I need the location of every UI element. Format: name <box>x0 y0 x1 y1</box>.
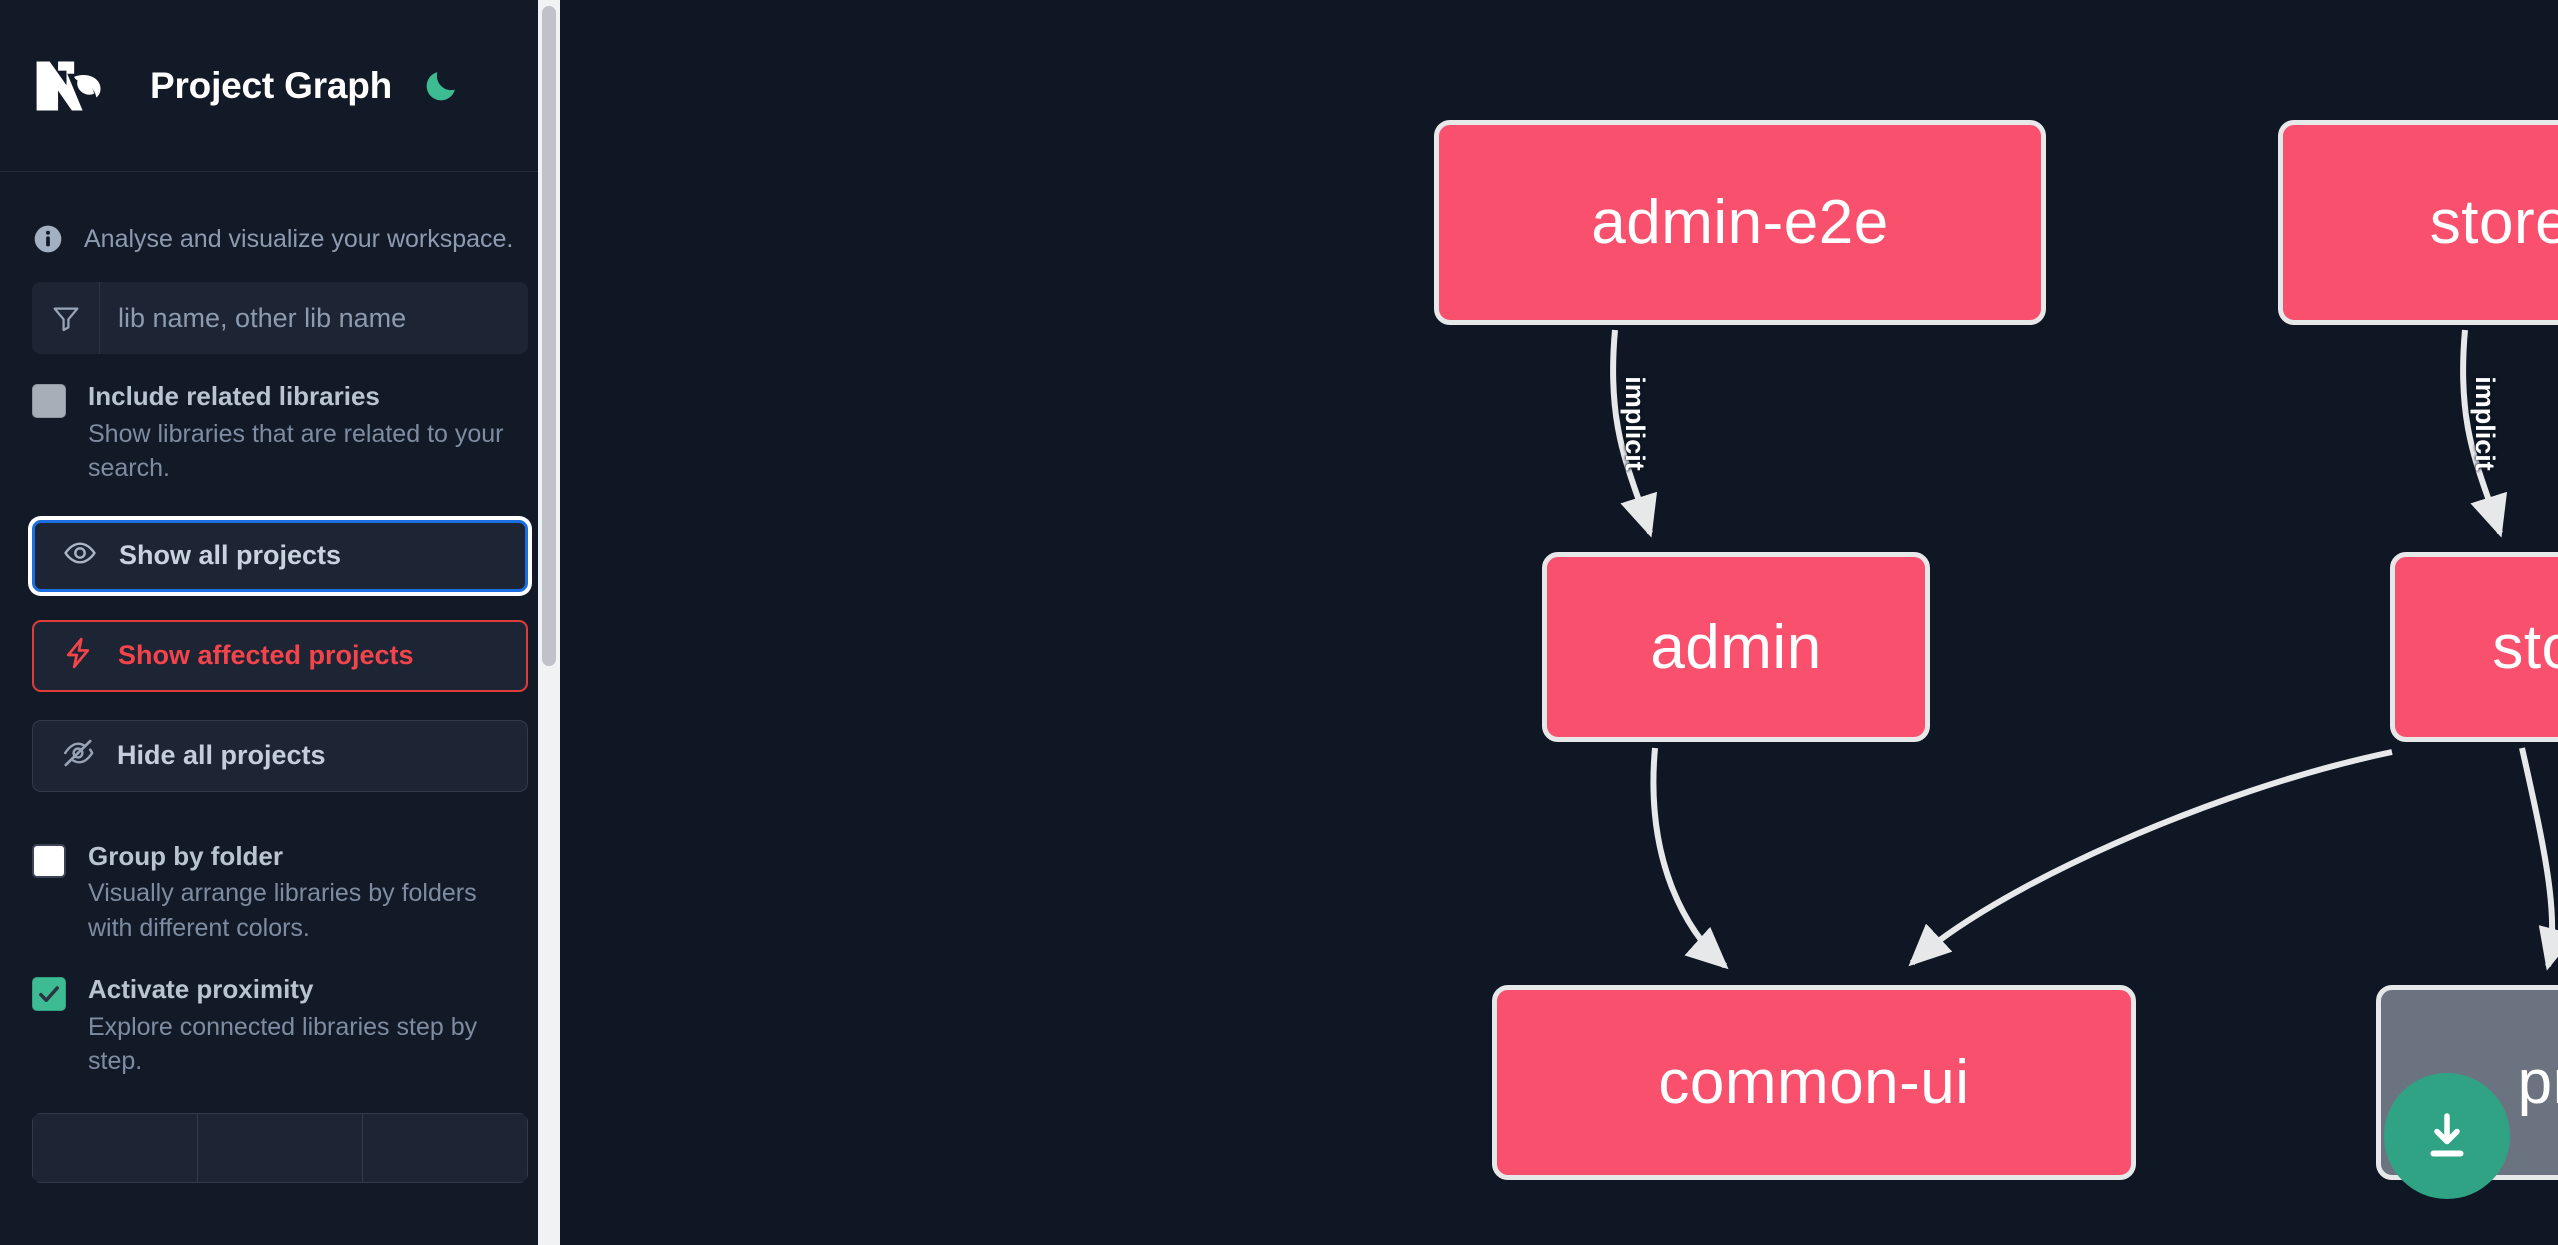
graph-canvas[interactable]: admin-e2e store-e2e admin store common-u… <box>560 0 2558 1245</box>
activate-proximity-checkbox[interactable] <box>32 977 66 1011</box>
graph-node-admin[interactable]: admin <box>1542 552 1930 742</box>
graph-node-label-common-ui: common-ui <box>1658 1048 1970 1117</box>
graph-node-label-products: products <box>2517 1048 2558 1117</box>
proximity-segmented-control[interactable] <box>32 1112 528 1183</box>
graph-node-label-admin: admin <box>1650 612 1822 682</box>
checkbox-desc-activate-proximity: Explore connected libraries step by step… <box>88 1012 478 1076</box>
checkbox-row-group-by-folder[interactable]: Group by folder Visually arrange librari… <box>0 820 560 946</box>
edge-store-common-ui <box>1908 749 2393 967</box>
checkbox-desc-group-by-folder: Visually arrange libraries by folders wi… <box>88 879 477 942</box>
eye-off-icon <box>61 736 95 775</box>
hide-all-projects-button[interactable]: Hide all projects <box>32 719 528 792</box>
hide-all-projects-label: Hide all projects <box>117 740 326 770</box>
analyse-banner: Analyse and visualize your workspace. <box>0 172 560 278</box>
graph-edges <box>1610 329 2558 971</box>
edge-admin-e2e-admin <box>1610 329 1658 538</box>
show-affected-projects-label: Show affected projects <box>118 640 414 670</box>
download-icon <box>2430 1113 2464 1157</box>
checkbox-label-include-related-libraries: Include related libraries <box>88 381 380 411</box>
graph-node-admin-e2e[interactable]: admin-e2e <box>1434 120 2046 325</box>
sidebar: Project Graph Analyse and visualize yo <box>0 0 560 1245</box>
proximity-seg-3[interactable] <box>362 1112 528 1183</box>
nx-logo-icon <box>32 55 124 117</box>
graph-node-label-admin-e2e: admin-e2e <box>1591 188 1889 257</box>
edge-label-admin-e2e-admin: implicit <box>1619 376 1650 471</box>
info-icon <box>32 223 64 255</box>
page-title: Project Graph <box>150 64 393 106</box>
download-button[interactable] <box>2384 1073 2510 1199</box>
graph-node-store[interactable]: store <box>2390 552 2558 742</box>
graph-node-label-store: store <box>2492 612 2558 682</box>
graph-node-store-e2e[interactable]: store-e2e <box>2278 120 2558 325</box>
analyse-text: Analyse and visualize your workspace. <box>84 224 514 253</box>
show-all-projects-label: Show all projects <box>119 540 342 570</box>
edge-store-e2e-store <box>2460 329 2508 538</box>
checkbox-row-include-related-libraries[interactable]: Include related libraries Show libraries… <box>0 354 560 486</box>
edge-store-products <box>2519 747 2558 971</box>
moon-icon[interactable] <box>418 63 464 109</box>
include-related-libraries-checkbox[interactable] <box>32 384 66 418</box>
lightning-icon <box>62 636 96 675</box>
show-affected-projects-button[interactable]: Show affected projects <box>32 619 528 692</box>
show-all-projects-button[interactable]: Show all projects <box>32 519 528 592</box>
eye-icon <box>63 536 97 575</box>
sidebar-scrollbar-thumb[interactable] <box>542 6 556 666</box>
edge-label-store-e2e-store: implicit <box>2469 376 2500 471</box>
graph-node-common-ui[interactable]: common-ui <box>1492 985 2136 1180</box>
checkbox-desc-include-related-libraries: Show libraries that are related to your … <box>88 419 504 483</box>
sidebar-scrollbar[interactable] <box>538 0 560 1245</box>
proximity-seg-2[interactable] <box>197 1112 362 1183</box>
checkbox-row-activate-proximity[interactable]: Activate proximity Explore connected lib… <box>0 945 560 1079</box>
project-visibility-buttons: Show all projects Show affected projects <box>32 519 528 792</box>
group-by-folder-checkbox[interactable] <box>32 843 66 878</box>
funnel-icon[interactable] <box>32 282 100 354</box>
proximity-seg-1[interactable] <box>32 1112 197 1183</box>
checkbox-label-group-by-folder: Group by folder <box>88 840 283 871</box>
edge-admin-common-ui <box>1650 747 1729 970</box>
checkbox-label-activate-proximity: Activate proximity <box>88 974 314 1004</box>
search-input[interactable] <box>100 282 528 354</box>
filter-box <box>32 282 528 354</box>
graph-node-label-store-e2e: store-e2e <box>2429 188 2558 257</box>
sidebar-header: Project Graph <box>0 0 560 172</box>
